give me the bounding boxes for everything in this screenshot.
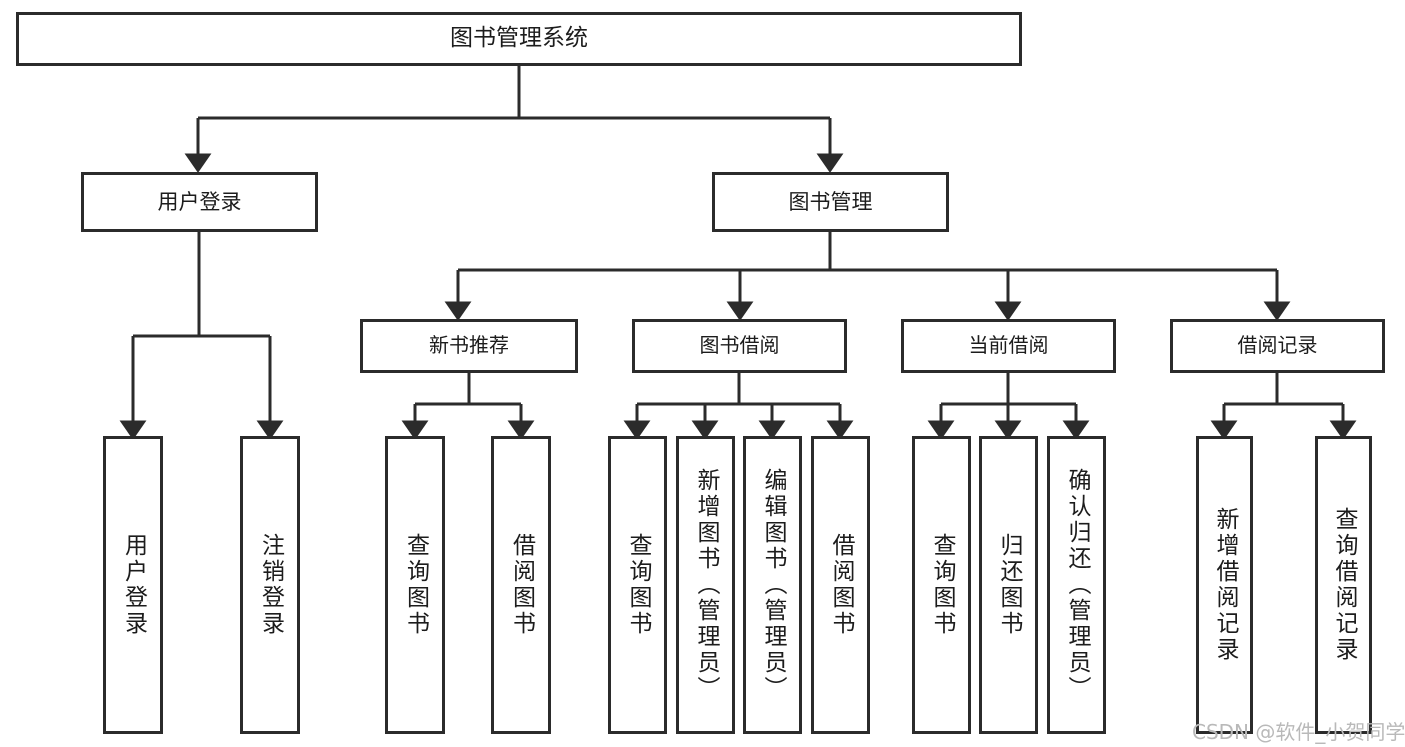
node-borrow-record-label: 借阅记录 [1237, 333, 1318, 358]
node-leaf-query-record-label: 查询借阅记录 [1331, 507, 1357, 663]
node-leaf-user-login[interactable]: 用户登录 [103, 436, 163, 734]
node-leaf-logout-login[interactable]: 注销登录 [240, 436, 300, 734]
node-leaf-query-book-2[interactable]: 查询图书 [608, 436, 667, 734]
node-leaf-confirm-return[interactable]: 确认归还（管理员） [1047, 436, 1106, 734]
node-new-book-recommend[interactable]: 新书推荐 [360, 319, 578, 373]
node-new-book-recommend-label: 新书推荐 [429, 333, 509, 358]
node-leaf-borrow-book-1-label: 借阅图书 [508, 533, 535, 637]
node-leaf-borrow-book-2-label: 借阅图书 [828, 533, 854, 637]
node-leaf-add-record-label: 新增借阅记录 [1212, 507, 1238, 663]
node-leaf-add-book-label: 新增图书（管理员） [693, 468, 719, 702]
node-leaf-edit-book[interactable]: 编辑图书（管理员） [743, 436, 802, 734]
node-leaf-borrow-book-2[interactable]: 借阅图书 [811, 436, 870, 734]
node-current-borrow[interactable]: 当前借阅 [901, 319, 1116, 373]
node-user-login[interactable]: 用户登录 [81, 172, 318, 232]
node-leaf-query-record[interactable]: 查询借阅记录 [1315, 436, 1372, 734]
node-root[interactable]: 图书管理系统 [16, 12, 1022, 66]
node-current-borrow-label: 当前借阅 [968, 333, 1049, 358]
node-leaf-logout-login-label: 注销登录 [257, 533, 284, 637]
node-leaf-query-book-3-label: 查询图书 [929, 533, 955, 637]
node-leaf-return-book-label: 归还图书 [996, 533, 1022, 637]
node-leaf-borrow-book-1[interactable]: 借阅图书 [491, 436, 551, 734]
node-book-manage[interactable]: 图书管理 [712, 172, 949, 232]
node-leaf-query-book-2-label: 查询图书 [625, 533, 651, 637]
node-leaf-user-login-label: 用户登录 [120, 533, 147, 637]
node-book-borrow-label: 图书借阅 [699, 333, 780, 358]
node-book-manage-label: 图书管理 [788, 189, 873, 214]
node-leaf-add-book[interactable]: 新增图书（管理员） [676, 436, 735, 734]
node-leaf-query-book-1-label: 查询图书 [402, 533, 429, 637]
node-book-borrow[interactable]: 图书借阅 [632, 319, 847, 373]
node-borrow-record[interactable]: 借阅记录 [1170, 319, 1385, 373]
node-user-login-label: 用户登录 [157, 189, 242, 214]
node-leaf-edit-book-label: 编辑图书（管理员） [760, 468, 786, 702]
node-leaf-confirm-return-label: 确认归还（管理员） [1064, 468, 1090, 702]
node-leaf-return-book[interactable]: 归还图书 [979, 436, 1038, 734]
node-leaf-add-record[interactable]: 新增借阅记录 [1196, 436, 1253, 734]
node-leaf-query-book-1[interactable]: 查询图书 [385, 436, 445, 734]
node-root-label: 图书管理系统 [450, 25, 588, 52]
node-leaf-query-book-3[interactable]: 查询图书 [912, 436, 971, 734]
